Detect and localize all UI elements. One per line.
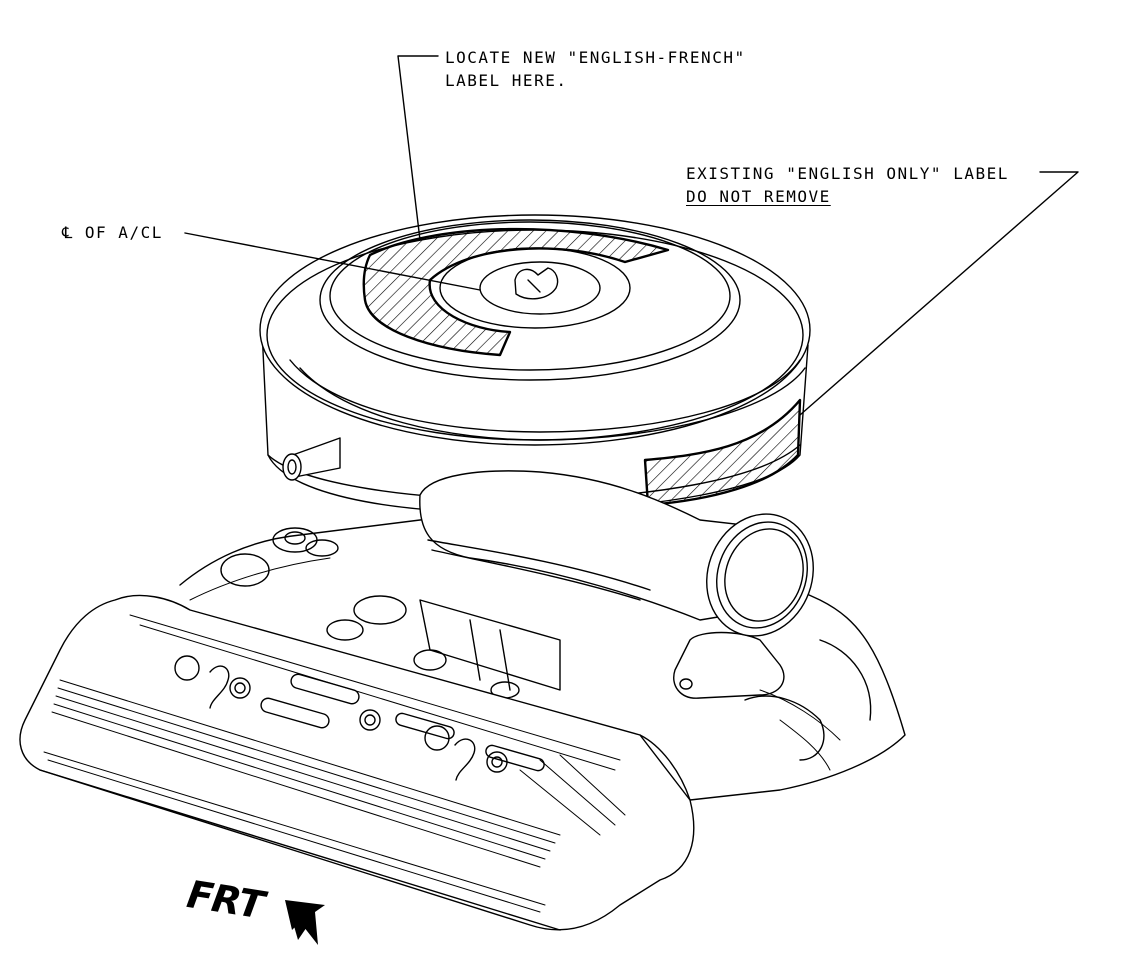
new-label-callout-line2: LABEL HERE.: [445, 71, 568, 90]
existing-label-location: [643, 398, 802, 507]
centerline-callout: ℄ OF A/CL: [62, 221, 163, 244]
existing-label-callout-line2: DO NOT REMOVE: [686, 187, 831, 206]
leader-lines: [184, 55, 1079, 416]
existing-label-callout-line1: EXISTING "ENGLISH ONLY" LABEL: [686, 164, 1009, 183]
air-intake-snorkel: [419, 470, 814, 637]
centerline-callout-text: ℄ OF A/CL: [62, 223, 163, 242]
valve-cover: [19, 594, 695, 931]
existing-label-callout: EXISTING "ENGLISH ONLY" LABEL DO NOT REM…: [686, 162, 1009, 208]
new-label-callout-line1: LOCATE NEW "ENGLISH-FRENCH": [445, 48, 746, 67]
front-direction-arrow: [285, 900, 325, 945]
new-label-callout: LOCATE NEW "ENGLISH-FRENCH" LABEL HERE.: [445, 46, 746, 92]
